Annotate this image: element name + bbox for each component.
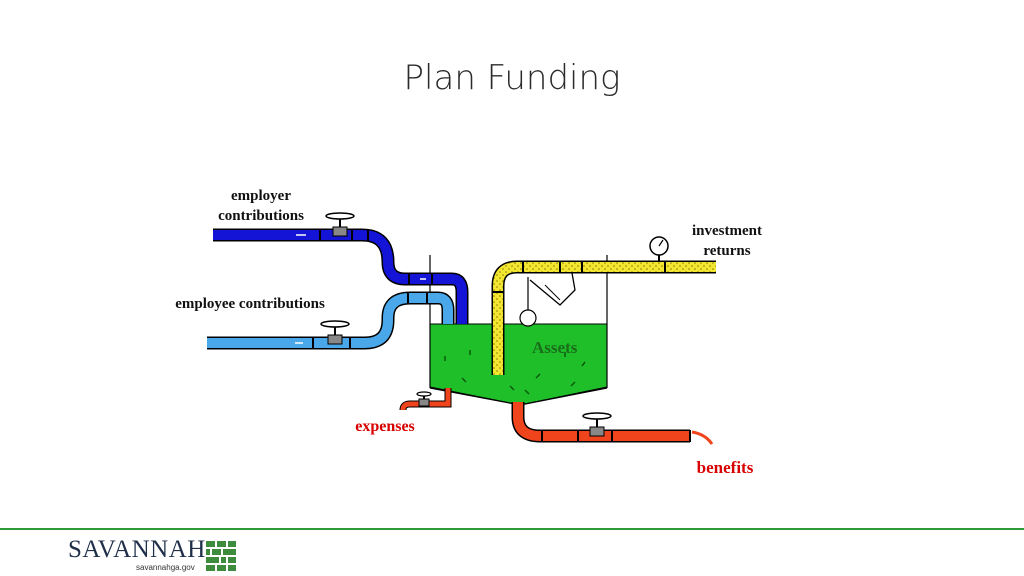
- expenses-pipe: [399, 388, 452, 411]
- employer-valve-icon: [325, 212, 355, 237]
- investment-returns-label: investment returns: [680, 221, 774, 261]
- expenses-label: expenses: [355, 418, 415, 435]
- employer-pipe: [213, 228, 469, 324]
- investment-label-line1: investment: [692, 223, 762, 239]
- float-valve: [519, 272, 576, 327]
- pressure-gauge-icon: [649, 236, 669, 262]
- employee-contributions-label: employee contributions: [175, 296, 325, 312]
- expenses-valve-icon: [416, 391, 432, 407]
- footer-divider: [0, 528, 1024, 530]
- employer-label-line2: contributions: [218, 208, 304, 224]
- investment-label-line2: returns: [703, 243, 751, 259]
- employee-pipe: [207, 291, 455, 350]
- benefits-valve-icon: [582, 412, 612, 437]
- savannah-logo-icon: [205, 540, 237, 572]
- employee-valve-icon: [320, 320, 350, 345]
- employer-contributions-label: employer contributions: [200, 186, 322, 226]
- slide-title: Plan Funding: [403, 58, 621, 98]
- savannah-logo-url: savannahga.gov: [136, 563, 195, 572]
- employer-label-line1: employer: [231, 188, 291, 204]
- investment-pipe: [491, 260, 716, 375]
- savannah-logo-text: SAVANNAH: [68, 536, 206, 563]
- benefits-label: benefits: [696, 458, 754, 477]
- benefits-pipe: [511, 402, 714, 445]
- assets-label: Assets: [532, 338, 578, 357]
